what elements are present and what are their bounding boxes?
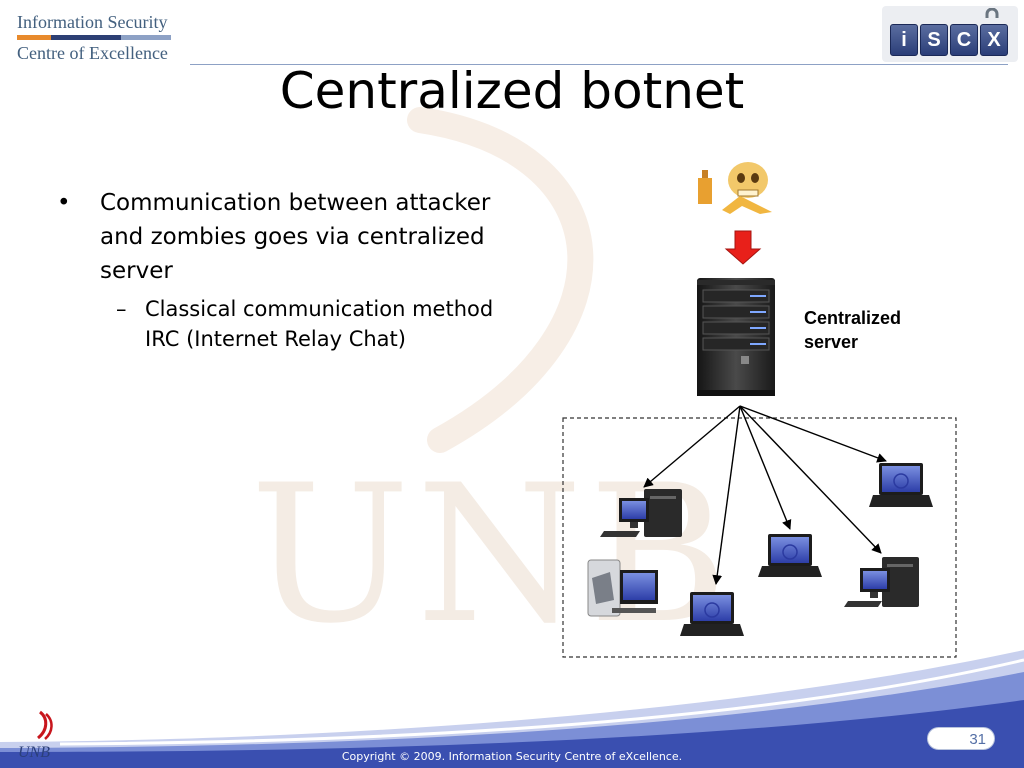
sub-bullet-text: Classical communication method IRC (Inte…	[145, 297, 494, 351]
bullet-marker: •	[57, 190, 71, 216]
laptop-icon	[869, 463, 933, 507]
iscx-tile: X	[980, 24, 1008, 56]
server-label: Centralized server	[804, 306, 901, 354]
laptop-icon	[680, 592, 744, 636]
header-rule	[190, 64, 1008, 65]
footer-band	[0, 650, 1024, 768]
server-label-line2: server	[804, 332, 859, 352]
watermark-swoosh	[407, 107, 594, 453]
red-down-arrow-icon	[724, 230, 762, 265]
desktop-computer-icon	[587, 559, 658, 617]
page-number: 31	[927, 727, 995, 750]
iscx-tile: i	[890, 24, 918, 56]
unb-logo: UNB	[14, 708, 74, 764]
iscx-logo: i S C X	[882, 6, 1018, 62]
botnet-diagram	[562, 162, 957, 658]
sub-bullet-marker: –	[116, 297, 127, 321]
server-tower-icon	[697, 278, 775, 396]
iscx-tile: S	[920, 24, 948, 56]
isc-logo-line1: Information Security	[17, 12, 168, 32]
bullet-text: Communication between attacker and zombi…	[100, 190, 491, 284]
unb-logo-text: UNB	[18, 744, 50, 761]
padlock-icon	[985, 8, 999, 18]
desktop-computer-icon	[844, 557, 919, 607]
isc-logo-bars	[17, 35, 171, 40]
iscx-tile: C	[950, 24, 978, 56]
isc-logo-line2: Centre of Excellence	[17, 43, 168, 63]
unb-crest-icon	[36, 710, 53, 740]
attacker-icon	[698, 162, 772, 214]
copyright-text: Copyright © 2009. Information Security C…	[341, 750, 683, 763]
zombie-network-boundary	[562, 417, 957, 658]
connection-lines	[643, 405, 887, 585]
server-label-line1: Centralized	[804, 308, 902, 328]
slide-title: Centralized botnet	[279, 62, 745, 120]
desktop-computer-icon	[600, 489, 682, 537]
isc-logo: Information Security Centre of Excellenc…	[10, 8, 190, 68]
laptop-icon	[758, 534, 822, 577]
